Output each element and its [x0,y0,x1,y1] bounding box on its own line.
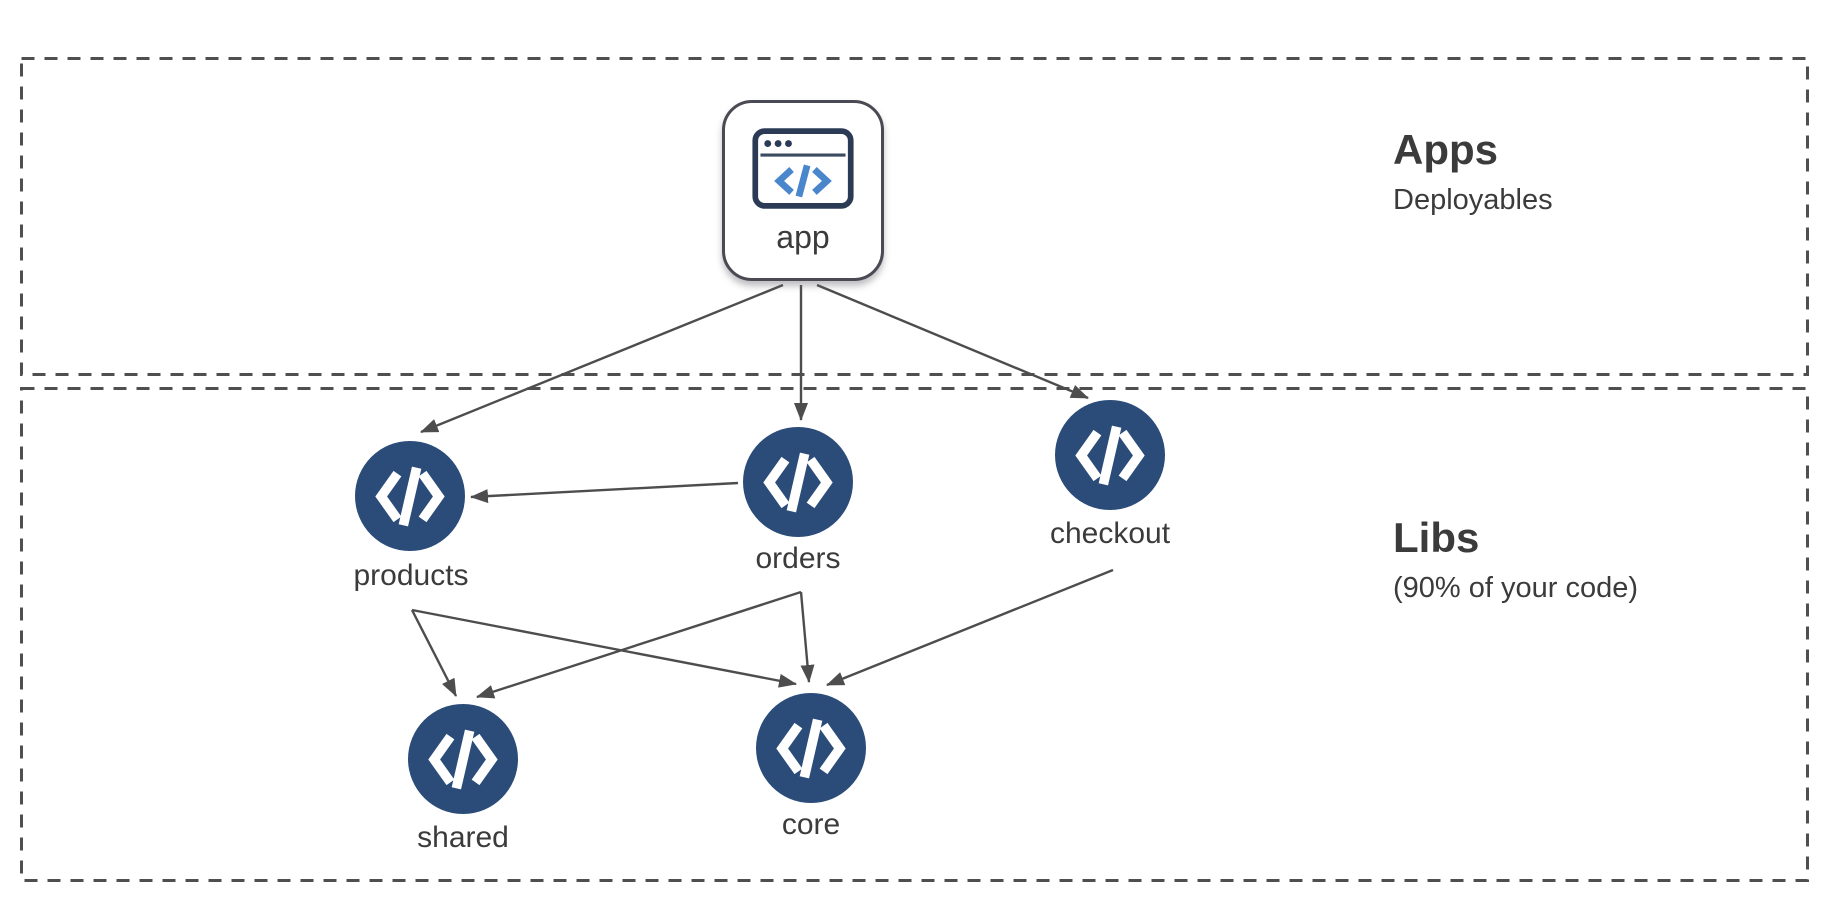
node-shared-label: shared [417,821,509,854]
edge-checkout-core [826,568,1114,687]
node-products [355,441,465,551]
code-icon [428,729,498,789]
node-app: app [722,100,884,281]
libs-section-subtitle: (90% of your code) [1393,572,1639,604]
edge-app-checkout [816,283,1089,400]
apps-section-subtitle: Deployables [1393,184,1553,216]
apps-section-label: Apps Deployables [1393,126,1553,218]
node-orders-label: orders [755,542,841,575]
edge-products-core [411,608,797,688]
libs-section-title: Libs [1393,514,1480,561]
libs-section-label: Libs (90% of your code) [1393,514,1638,606]
node-orders [743,427,853,537]
code-icon [763,452,833,512]
libs-section-box [20,387,1809,882]
code-icon [375,466,445,526]
apps-section-box [20,57,1809,376]
edge-app-products [420,283,784,434]
code-icon [776,718,846,778]
node-checkout [1055,400,1165,510]
node-app-label: app [776,219,830,255]
browser-code-icon [752,128,854,209]
node-core-label: core [781,808,841,841]
node-products-label: products [353,559,469,592]
edge-orders-shared [476,590,802,699]
node-shared [408,704,518,814]
edge-orders-products [470,481,739,504]
edge-products-shared [410,609,458,697]
node-core [756,693,866,803]
node-checkout-label: checkout [1049,517,1171,550]
code-icon [1075,425,1145,485]
apps-section-title: Apps [1393,126,1498,173]
edge-orders-core [799,591,815,683]
